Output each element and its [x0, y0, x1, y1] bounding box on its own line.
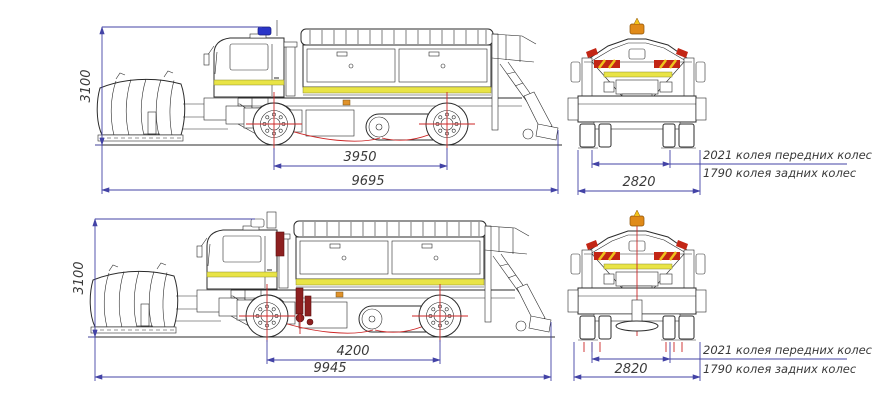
dim-label-height-bottom: 3100 — [72, 261, 87, 294]
exhaust-stack — [266, 211, 277, 229]
beacon-icon — [250, 218, 265, 228]
top-side-view: 3100 3950 9695 — [79, 20, 562, 194]
bottom-side-view: 3100 4200 9945 — [72, 211, 555, 381]
dim-width-bottom: 2820 — [573, 342, 701, 381]
rear-track-label-top: 1790 колея задних колес — [703, 166, 857, 180]
dim-width-top: 2820 — [577, 150, 701, 195]
top-rear-view: 2021 колея передних колес 1790 колея зад… — [566, 17, 872, 195]
beacon-flash-icon — [633, 209, 641, 217]
dim-tracks-top: 2021 колея передних колес 1790 колея зад… — [591, 148, 872, 180]
spreading-disc — [615, 299, 659, 332]
dim-label-length-top: 9695 — [351, 174, 384, 189]
hydraulic-units — [275, 231, 314, 334]
rear-track-label-bottom: 1790 колея задних колес — [703, 362, 857, 376]
orange-beacon-icon — [629, 23, 645, 35]
blue-beacon-icon — [257, 26, 272, 36]
wheel-centerline-ticks — [583, 342, 683, 352]
dim-tracks-bottom: 2021 колея передних колес 1790 колея зад… — [591, 342, 872, 376]
front-track-label-top: 2021 колея передних колес — [703, 148, 872, 162]
dim-label-width-top: 2820 — [622, 175, 655, 190]
dim-label-height-top: 3100 — [79, 69, 94, 102]
dim-label-wheelbase-bottom: 4200 — [336, 344, 369, 359]
beacon-flash-icon — [633, 17, 641, 25]
truck-rear-drawing — [566, 37, 708, 150]
dim-wheelbase-top: 3950 — [273, 148, 448, 170]
dim-length-bottom: 9945 — [94, 322, 552, 381]
dim-wheelbase-bottom: 4200 — [266, 340, 441, 364]
truck-side-drawing — [88, 221, 555, 342]
truck-side-drawing — [95, 29, 562, 150]
bottom-rear-view: 2021 колея передних колес 1790 колея зад… — [566, 209, 872, 381]
dim-height-bottom: 3100 — [72, 218, 255, 338]
orange-beacon-icon — [629, 215, 645, 227]
dim-height-top: 3100 — [79, 26, 262, 146]
dim-label-width-bottom: 2820 — [614, 362, 647, 377]
dim-label-length-bottom: 9945 — [313, 361, 346, 376]
front-track-label-bottom: 2021 колея передних колес — [703, 343, 872, 357]
dim-length-top: 9695 — [101, 130, 559, 194]
dim-label-wheelbase-top: 3950 — [343, 150, 376, 165]
